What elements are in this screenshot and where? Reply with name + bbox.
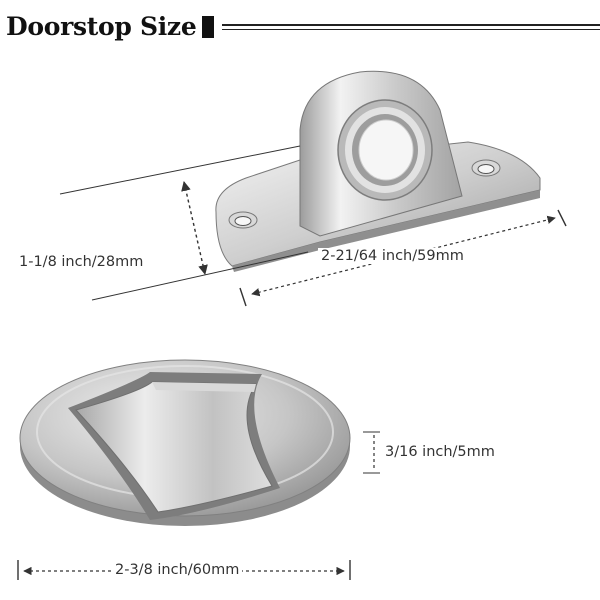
thickness-dimension [363, 431, 380, 474]
height-label: 1-1/8 inch/28mm [16, 254, 147, 270]
diameter-dimension [17, 560, 351, 580]
floor-plate-image [19, 359, 351, 526]
title-marker [202, 15, 215, 38]
page-title: Doorstop Size [6, 12, 197, 41]
page-header: Doorstop Size [6, 12, 215, 41]
length-label: 2-21/64 inch/59mm [318, 248, 467, 264]
magnet-mount-image [215, 70, 541, 272]
diameter-label: 2-3/8 inch/60mm [112, 562, 243, 578]
header-rule [222, 24, 600, 32]
thickness-label: 3/16 inch/5mm [382, 444, 498, 460]
